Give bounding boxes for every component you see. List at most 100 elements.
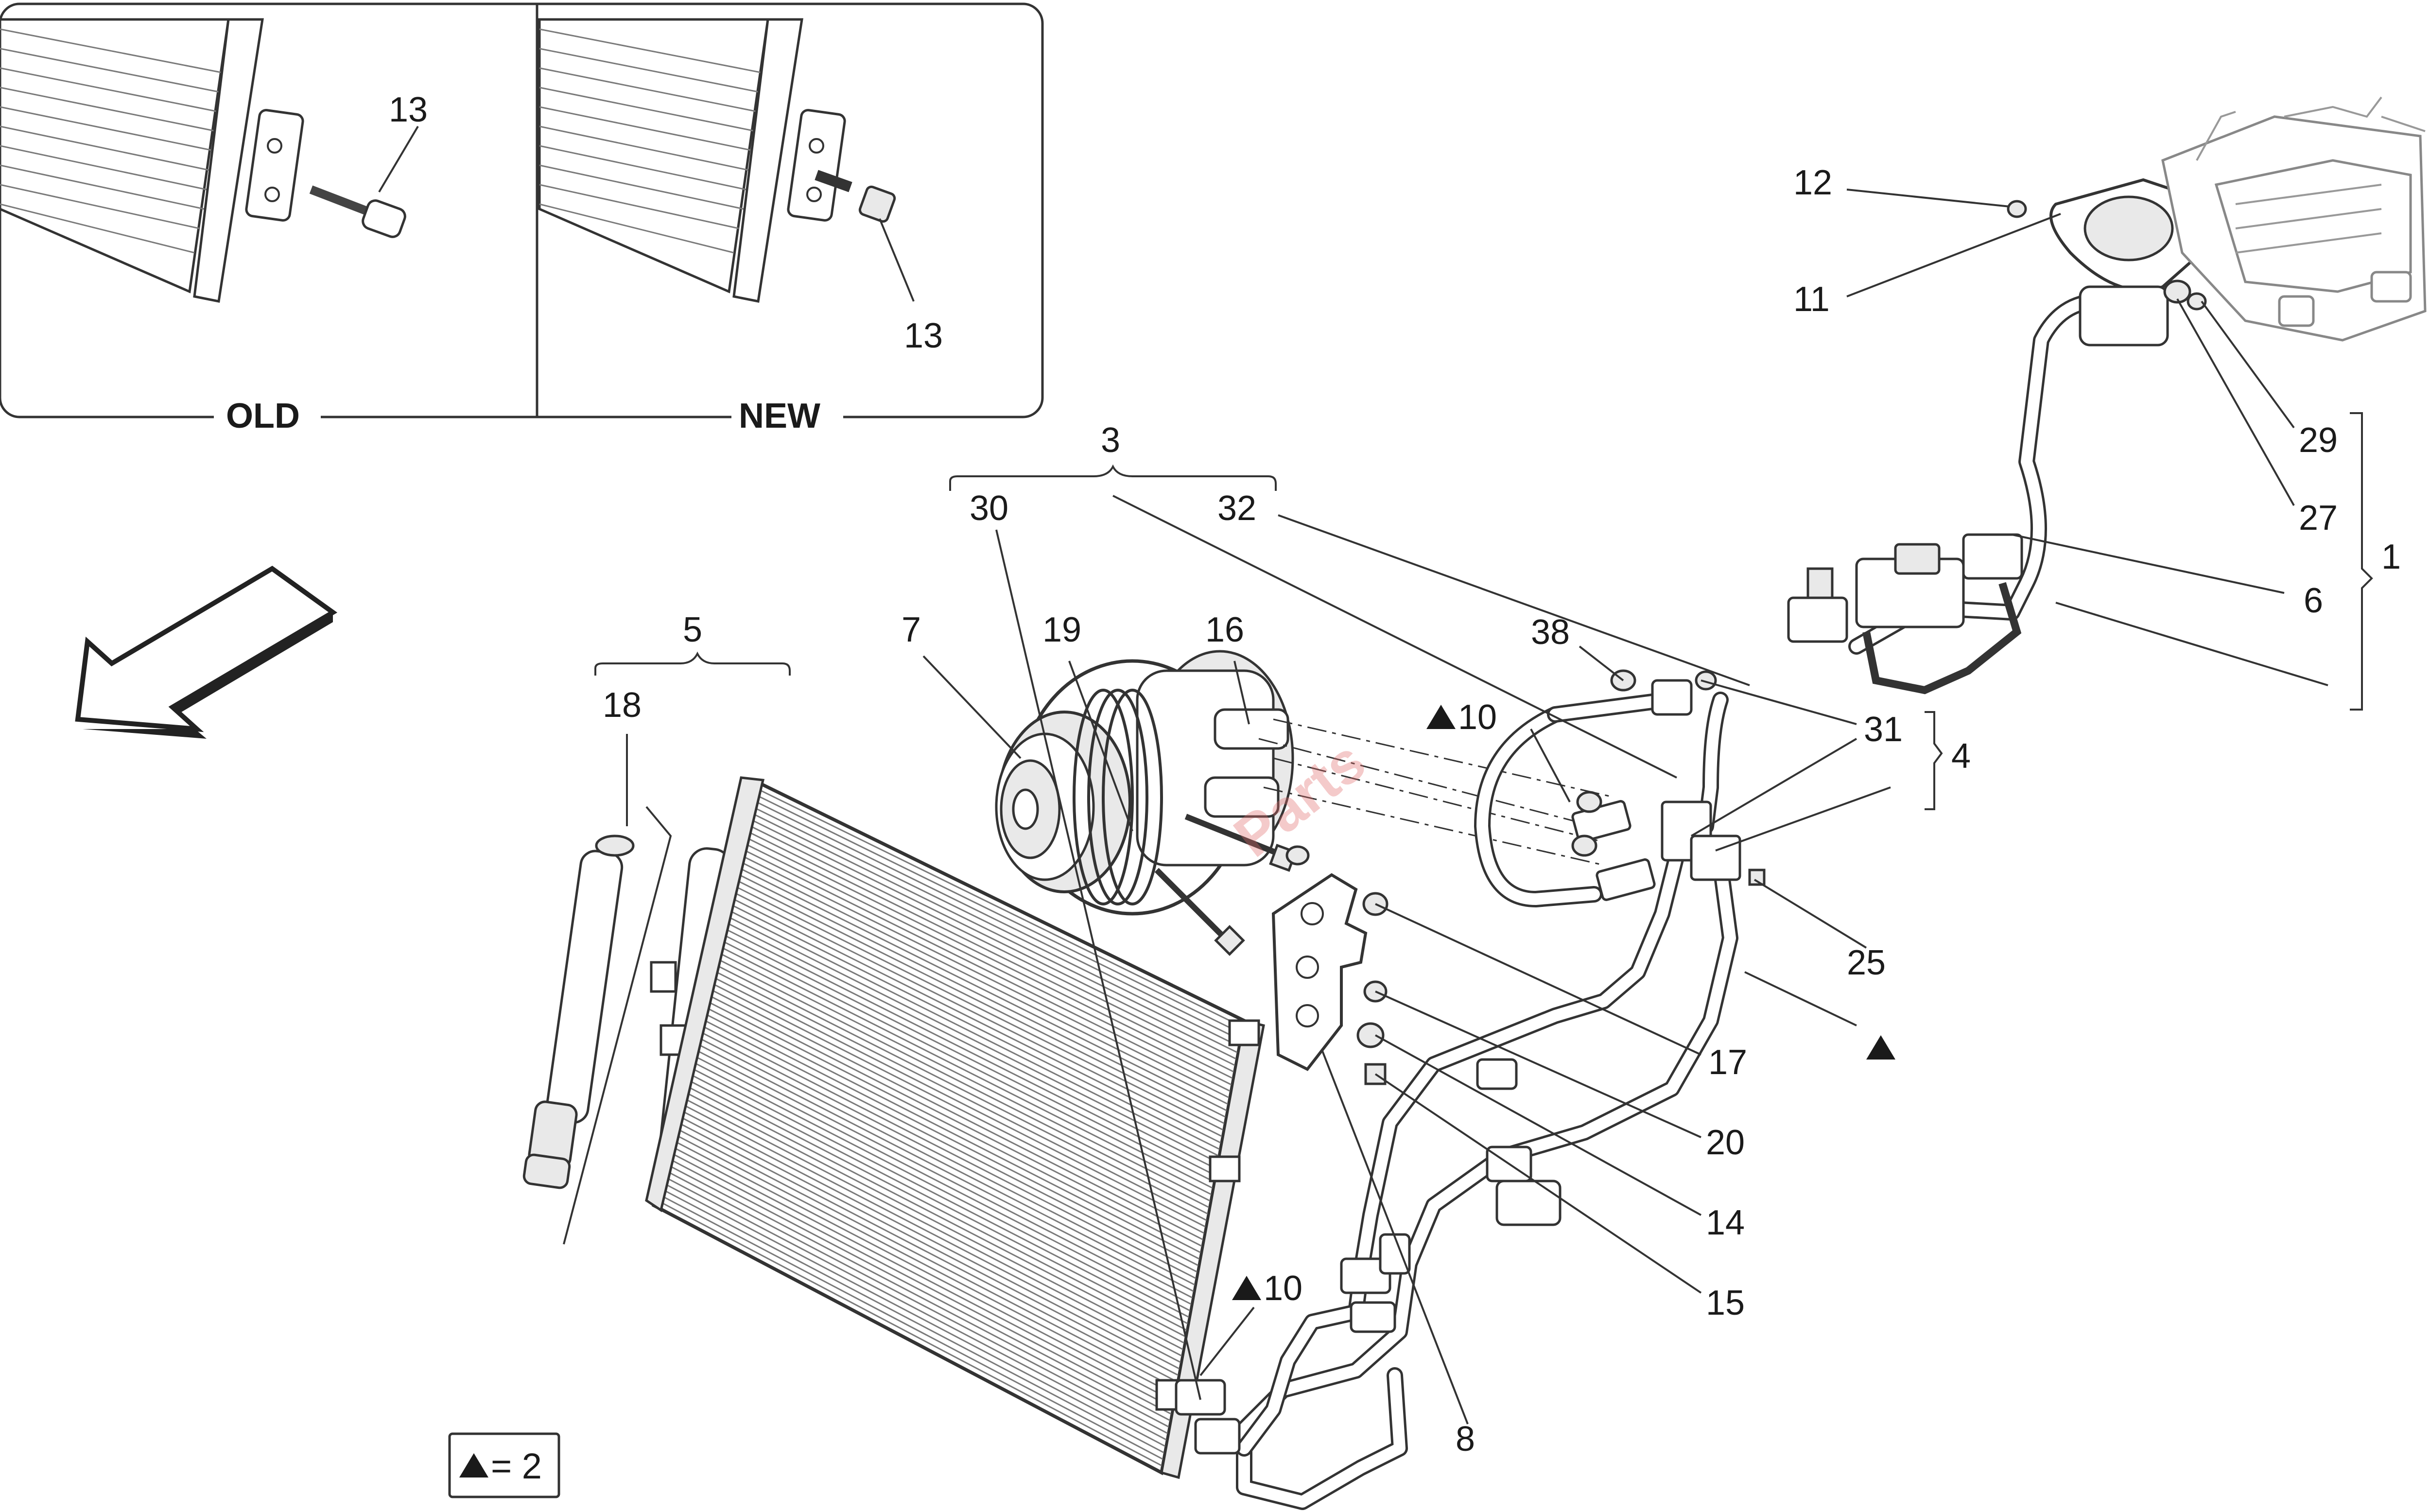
- callout-labels: 12 11 29 27 1 6 3 30 32 5 7 19 16 18 38 …: [603, 163, 2401, 1459]
- condenser-fin: [716, 951, 1212, 1202]
- condenser-fin: [735, 872, 1227, 1118]
- callout-17: 17: [1708, 1043, 1747, 1082]
- triangle-marker-icon: [459, 1453, 488, 1477]
- triangle-marker-icon: [1866, 1035, 1895, 1060]
- condenser-fin: [737, 866, 1228, 1112]
- callout-29: 29: [2299, 421, 2338, 460]
- condenser-fin: [714, 957, 1211, 1209]
- condenser-fin: [708, 981, 1206, 1234]
- drier-cover-strip: [563, 806, 672, 1245]
- condenser-fin: [680, 1095, 1183, 1357]
- callout-10a: 10: [1458, 698, 1497, 737]
- legend-text: = 2: [491, 1446, 542, 1486]
- condenser-fin: [747, 824, 1236, 1067]
- callout-3: 3: [1101, 421, 1120, 460]
- compressor-bracket: [1271, 873, 1368, 1071]
- condenser-fin: [752, 806, 1240, 1047]
- callout-18: 18: [603, 686, 642, 725]
- callout-10b: 10: [1264, 1269, 1302, 1308]
- callout-5: 5: [683, 610, 702, 649]
- condenser-fin: [659, 1180, 1167, 1448]
- condenser-fin: [705, 993, 1203, 1248]
- inset-panel: 13 13: [0, 2, 1044, 437]
- condenser-fin: [692, 1047, 1193, 1305]
- condenser-fin: [662, 1168, 1169, 1435]
- condenser-core: [645, 776, 1265, 1479]
- condenser-fin: [671, 1132, 1176, 1396]
- callout-10-lower: 10: [1232, 1269, 1302, 1308]
- callout-15: 15: [1706, 1284, 1745, 1322]
- callout-38: 38: [1531, 613, 1570, 652]
- condenser-fin: [744, 836, 1234, 1079]
- callout-27: 27: [2299, 499, 2338, 538]
- callout-10-upper: 10: [1426, 698, 1497, 737]
- condenser-fin: [666, 1150, 1173, 1415]
- condenser-fin: [743, 842, 1233, 1086]
- inset-old-part-label: 13: [389, 90, 428, 129]
- callout-31: 31: [1864, 710, 1903, 749]
- callout-32: 32: [1217, 489, 1256, 528]
- callout-25: 25: [1847, 943, 1886, 982]
- callout-6: 6: [2304, 581, 2323, 620]
- inset-old-condenser: [0, 18, 304, 303]
- condenser-fin: [681, 1090, 1184, 1351]
- condenser-fin: [722, 926, 1216, 1177]
- condenser-fin: [702, 1005, 1201, 1260]
- condenser-fin: [746, 830, 1235, 1073]
- condenser-fin: [655, 1199, 1163, 1467]
- triangle-marker-icon: [1232, 1276, 1261, 1300]
- condenser-fin: [723, 921, 1217, 1170]
- alignment-lines: [1258, 718, 1614, 866]
- condenser-fin: [728, 903, 1221, 1151]
- condenser-fin: [673, 1126, 1178, 1390]
- condenser-fin: [695, 1035, 1195, 1293]
- inset-old-bolt: 13: [309, 90, 428, 238]
- condenser-fin: [738, 860, 1230, 1106]
- condenser-fin: [734, 878, 1226, 1125]
- condenser-fin: [658, 1186, 1165, 1454]
- callout-20: 20: [1706, 1123, 1745, 1162]
- condenser-fin: [756, 788, 1244, 1028]
- condenser-fin: [741, 848, 1232, 1093]
- condenser-fin: [731, 890, 1223, 1138]
- callout-1: 1: [2381, 538, 2401, 576]
- callout-30: 30: [970, 489, 1008, 528]
- callout-11: 11: [1793, 280, 1830, 319]
- callout-12: 12: [1793, 163, 1832, 202]
- condenser-fin: [696, 1029, 1197, 1286]
- condenser-fin: [676, 1114, 1180, 1377]
- inset-new-stud: 13: [815, 170, 943, 355]
- leader-lines: [922, 189, 2373, 1425]
- inset-new-condenser: [538, 18, 846, 303]
- condenser-fin: [668, 1144, 1174, 1409]
- condenser-fin: [687, 1065, 1189, 1325]
- condenser-fin: [691, 1053, 1192, 1312]
- condenser-fin: [699, 1017, 1198, 1273]
- condenser-fin: [750, 812, 1239, 1054]
- condenser-fin: [656, 1192, 1164, 1460]
- condenser-fin: [683, 1084, 1186, 1344]
- manifold-block: [1787, 533, 2023, 695]
- condenser-fin: [729, 896, 1222, 1144]
- condenser-fin: [686, 1072, 1188, 1332]
- callout-16: 16: [1205, 610, 1244, 649]
- condenser-fin: [660, 1174, 1168, 1441]
- inset-new-part-label: 13: [904, 316, 943, 355]
- condenser-fin: [717, 945, 1213, 1196]
- condenser-fin: [726, 908, 1220, 1157]
- direction-arrow-icon: [75, 566, 338, 739]
- condenser-fin: [694, 1042, 1194, 1299]
- hose-fittings: [1175, 669, 1766, 1455]
- condenser-fin: [707, 987, 1205, 1241]
- condenser-fin: [740, 854, 1231, 1099]
- condenser-fin: [719, 938, 1214, 1189]
- condenser-fin: [684, 1078, 1187, 1338]
- condenser-fin: [677, 1108, 1181, 1370]
- inset-new-caption: NEW: [739, 397, 820, 435]
- inset-old-caption: OLD: [226, 397, 300, 435]
- callout-19: 19: [1042, 610, 1081, 649]
- compressor: [995, 650, 1294, 916]
- condenser-fin: [704, 999, 1202, 1254]
- condenser-fin: [665, 1156, 1172, 1422]
- condenser-fin: [748, 818, 1238, 1060]
